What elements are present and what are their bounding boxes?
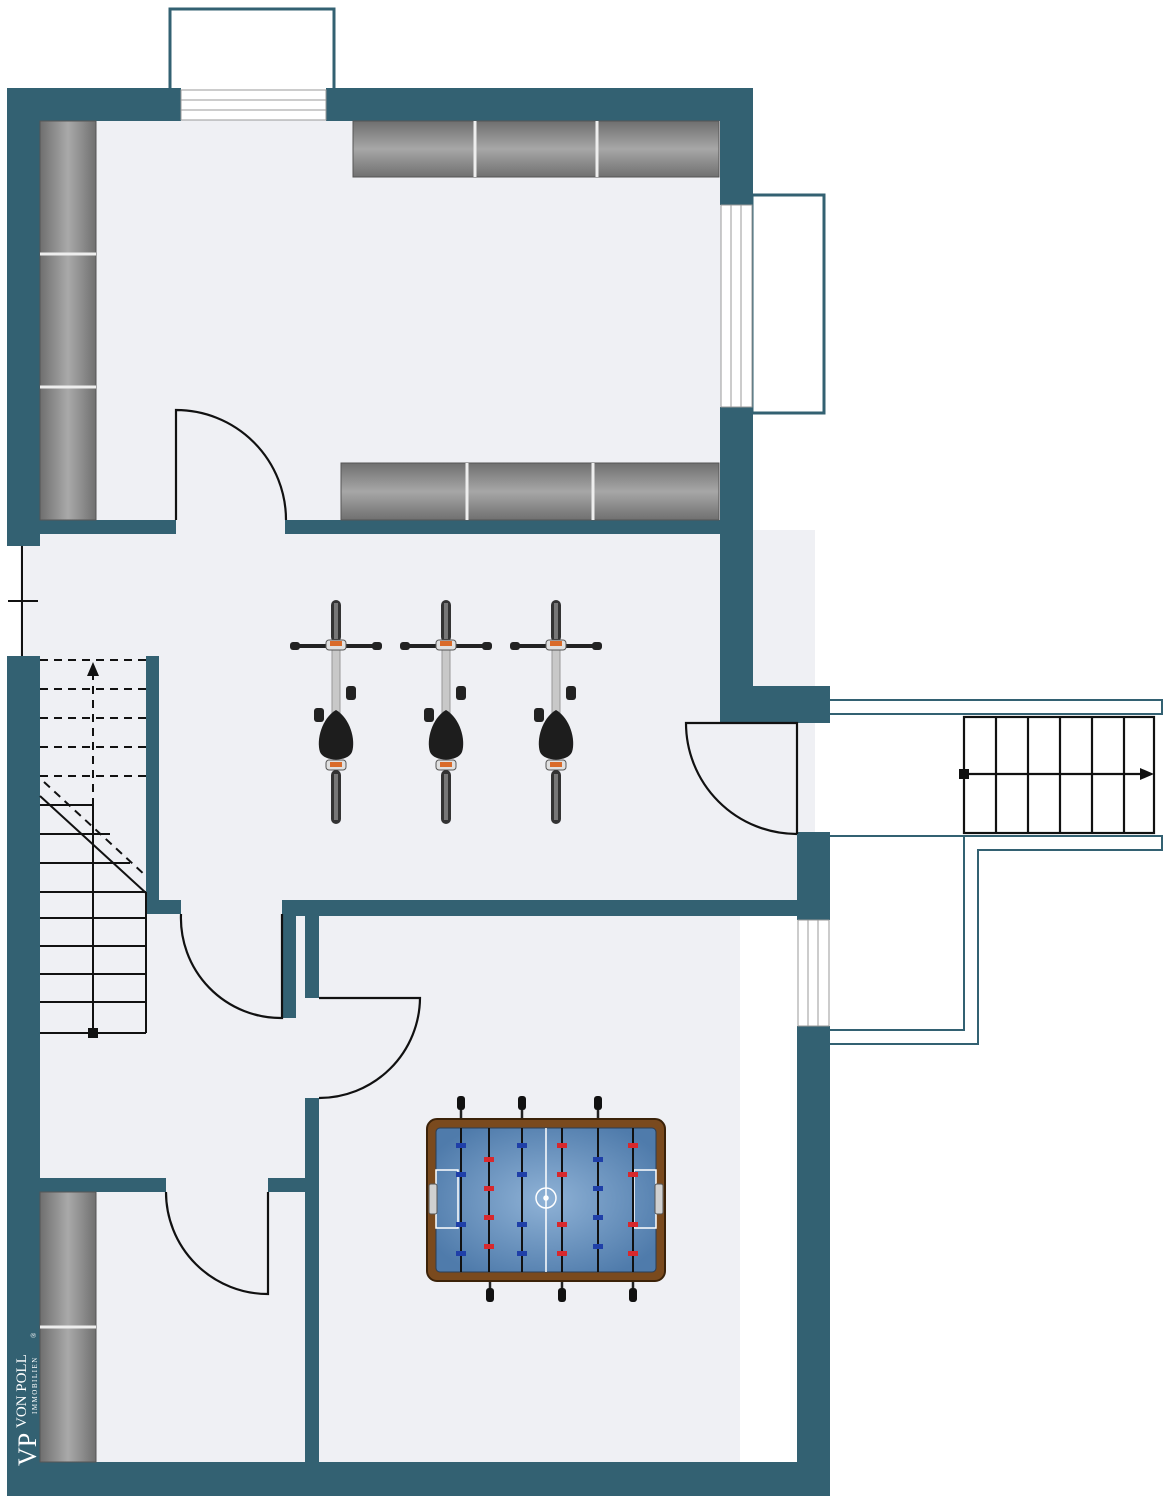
shelf-row-left — [39, 120, 97, 521]
shelf-row-middle — [340, 462, 720, 521]
window-well-right — [750, 193, 826, 415]
window-right — [720, 204, 753, 408]
logo-initials: VP — [13, 1433, 42, 1466]
shelf-row-bottom-left — [39, 1191, 97, 1463]
logo-registered-mark: ® — [30, 1332, 38, 1338]
brand-logo: VP VON POLL IMMOBILIEN ® — [13, 1332, 42, 1466]
walls — [7, 88, 830, 1496]
outdoor-stair-enclosure — [828, 699, 1163, 1045]
logo-name: VON POLL — [14, 1354, 30, 1428]
door-swing-icon — [164, 408, 799, 1296]
window-top — [180, 89, 327, 121]
interior-staircase — [39, 659, 147, 1038]
window-well-top — [168, 7, 336, 95]
window-game-room — [797, 919, 830, 1027]
outdoor-staircase — [959, 715, 1156, 835]
foosball-table-icon — [426, 1096, 666, 1302]
shelf-row-top — [352, 120, 720, 178]
logo-tagline: IMMOBILIEN — [31, 1356, 39, 1414]
floor-area — [20, 105, 815, 1475]
bicycle-icon — [288, 598, 604, 826]
wall-opening-marker — [8, 546, 38, 656]
